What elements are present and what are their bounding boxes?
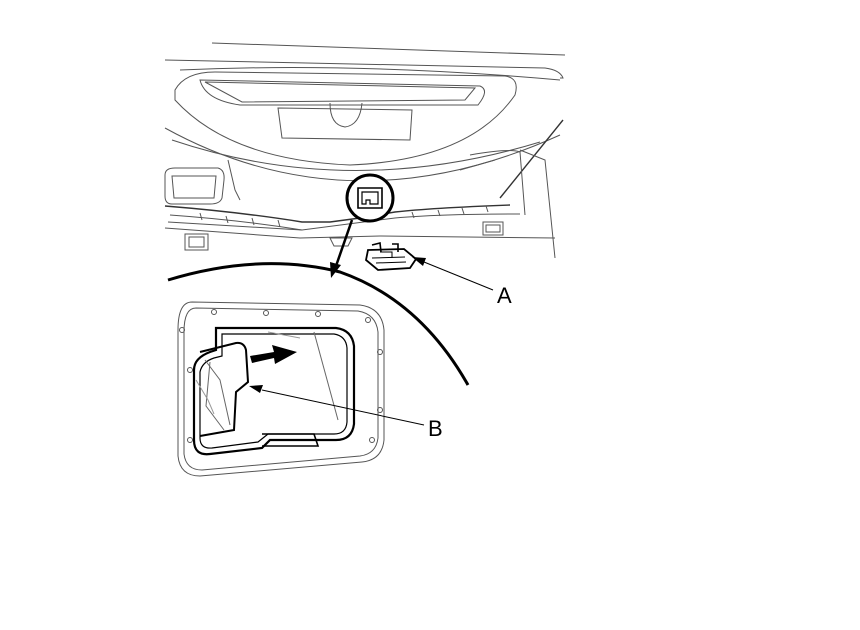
callout-label-b: B xyxy=(428,416,443,441)
enlarged-detail-view xyxy=(177,301,385,477)
leader-line-a xyxy=(412,257,494,291)
detail-circle xyxy=(345,173,395,223)
magnification-arc xyxy=(167,262,470,386)
leader-line-b xyxy=(249,385,425,426)
callout-label-a: A xyxy=(497,283,512,308)
cover-part-a xyxy=(365,242,418,271)
vehicle-overview xyxy=(164,42,566,259)
slide-direction-arrow xyxy=(250,345,297,364)
